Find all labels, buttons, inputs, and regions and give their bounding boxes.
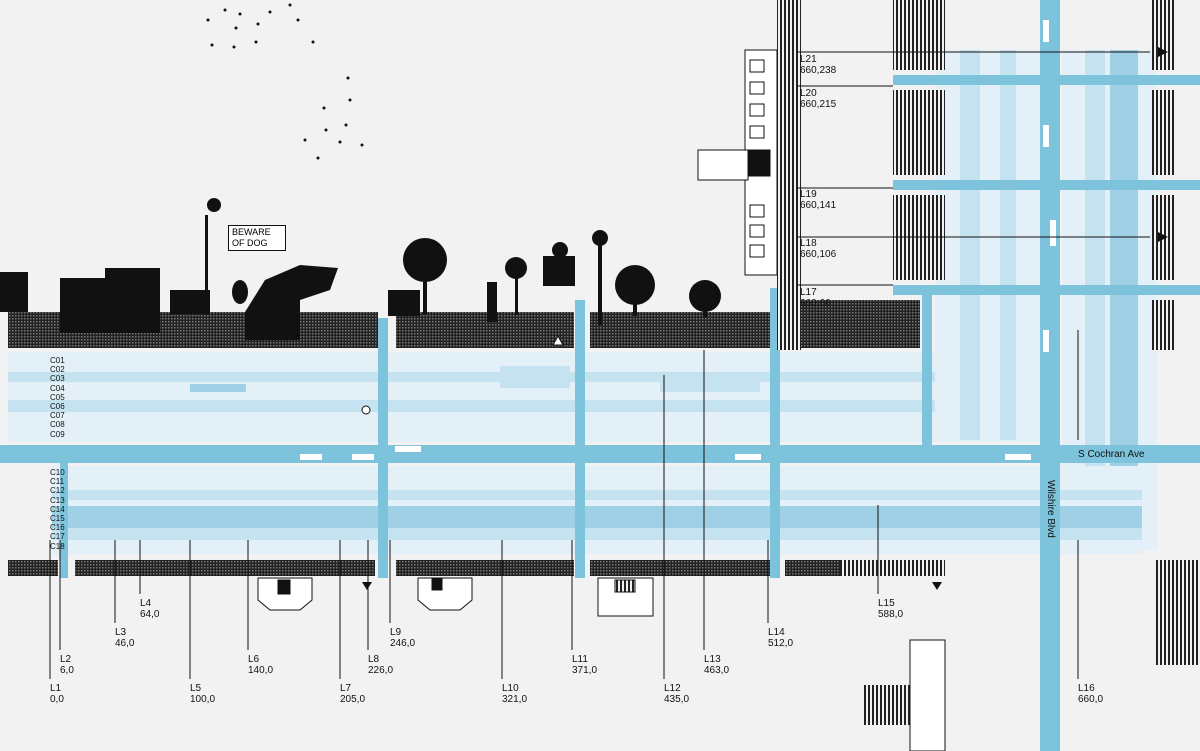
right-marker-lines xyxy=(663,51,1150,560)
row-code: C06 xyxy=(50,402,65,411)
marker-label: L6 140,0 xyxy=(248,654,274,676)
row-code: C03 xyxy=(50,374,65,384)
row-code: C01 xyxy=(50,356,65,365)
row-code: C11 xyxy=(50,477,65,487)
row-code: C18 xyxy=(50,541,65,551)
row-code: C09 xyxy=(50,429,65,439)
marker-label: L9 246,0 xyxy=(390,627,416,649)
marker-label: L18 660,106 xyxy=(800,238,837,260)
marker-label: L13 463,0 xyxy=(704,654,730,676)
vegetation-silhouettes xyxy=(0,198,721,340)
marker-label: L1 0,0 xyxy=(50,683,64,705)
marker-label: L19 660,141 xyxy=(800,189,837,211)
marker-label: L4 64,0 xyxy=(140,598,160,620)
row-code: C10 xyxy=(50,468,65,477)
marker-label: L2 6,0 xyxy=(60,654,74,676)
marker-label: L16 660,0 xyxy=(1078,683,1104,705)
marker-label: L14 512,0 xyxy=(768,627,794,649)
marker-label: L3 46,0 xyxy=(115,627,135,649)
row-code: C05 xyxy=(50,392,65,402)
street-label-vertical: Wilshire Blvd xyxy=(1045,480,1056,538)
row-code: C15 xyxy=(50,514,65,523)
marker-label: L20 660,215 xyxy=(800,88,837,110)
marker-label: L21 660,238 xyxy=(800,54,837,76)
row-code: C14 xyxy=(50,504,65,514)
bottom-block-bands xyxy=(52,466,1142,554)
row-code: C16 xyxy=(50,523,65,533)
bottom-house-elevations xyxy=(257,577,654,617)
row-code: C13 xyxy=(50,495,65,505)
row-code: C17 xyxy=(50,532,65,542)
tower-elevation xyxy=(697,49,778,276)
row-code: C12 xyxy=(50,486,65,496)
birds xyxy=(206,3,364,160)
top-block-bands xyxy=(8,352,1040,442)
row-code: C04 xyxy=(50,383,65,393)
street-label-horizontal: S Cochran Ave xyxy=(1078,449,1145,460)
row-code: C07 xyxy=(50,411,65,421)
marker-label: L10 321,0 xyxy=(502,683,528,705)
marker-label: L5 100,0 xyxy=(190,683,216,705)
marker-label: L11 371,0 xyxy=(572,654,598,676)
beware-of-dog-sign: BEWARE OF DOG xyxy=(228,225,286,251)
marker-label: L17 660,66 xyxy=(800,287,831,309)
marker-label: L7 205,0 xyxy=(340,683,366,705)
marker-label: L15 588,0 xyxy=(878,598,904,620)
marker-label: L8 226,0 xyxy=(368,654,394,676)
row-code: C02 xyxy=(50,365,65,375)
row-code: C08 xyxy=(50,420,65,430)
marker-label: L12 435,0 xyxy=(664,683,690,705)
